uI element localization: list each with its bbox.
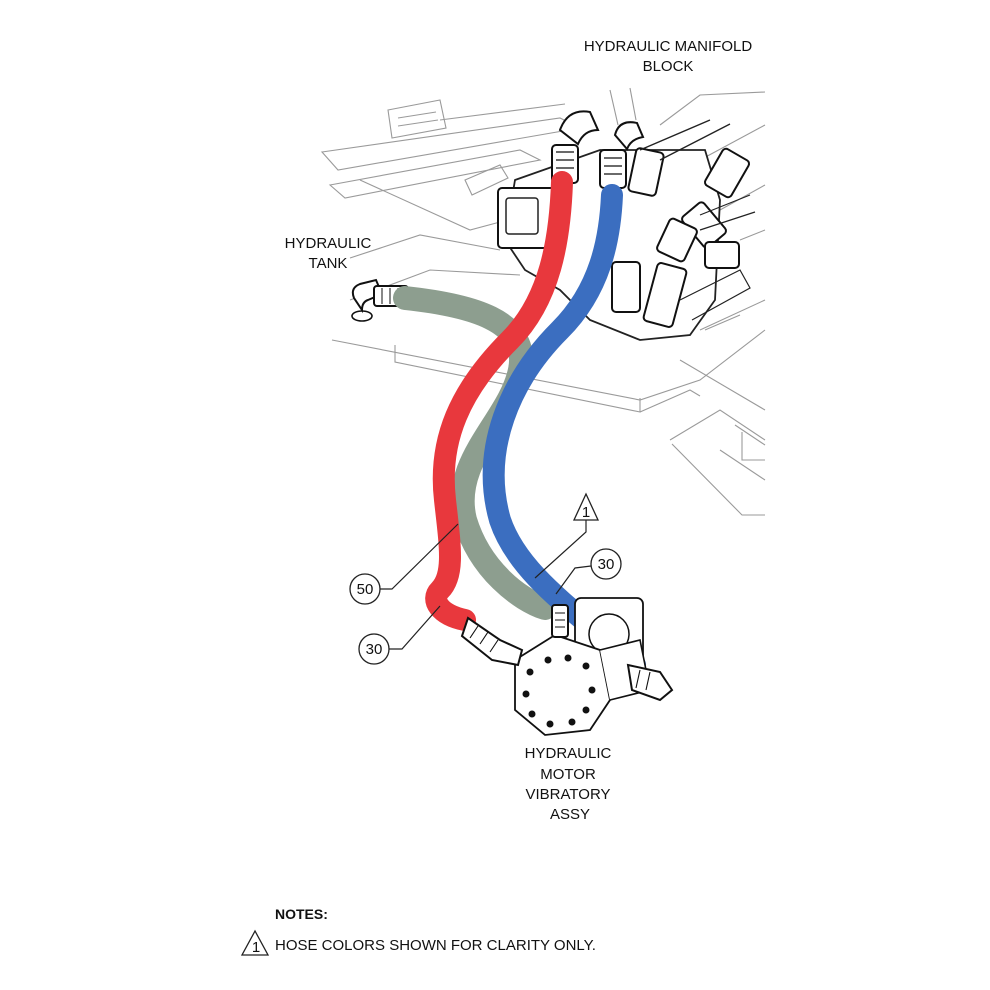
tank-label-line1: HYDRAULIC <box>285 235 372 252</box>
hose-blue <box>482 184 646 676</box>
manifold-label-line2: BLOCK <box>643 58 694 75</box>
notes-flag-number: 1 <box>252 939 260 956</box>
callout-bubble-blue <box>590 548 622 580</box>
callouts: 1 30 50 30 <box>349 492 622 665</box>
hoses <box>393 171 646 676</box>
component-labels: HYDRAULIC MANIFOLD BLOCK HYDRAULIC TANK … <box>285 38 753 823</box>
motor-label-line4: ASSY <box>550 806 590 823</box>
motor-label-line1: HYDRAULIC <box>525 745 612 762</box>
notes-heading: NOTES: <box>275 906 328 922</box>
tank-label-line2: TANK <box>309 255 348 272</box>
notes-text: HOSE COLORS SHOWN FOR CLARITY ONLY. <box>275 937 596 954</box>
callout-hose-red: 30 <box>366 641 383 658</box>
notes-flag-triangle <box>240 929 270 956</box>
motor-label-line2: MOTOR <box>540 766 596 783</box>
motor-label-line3: VIBRATORY <box>525 786 610 803</box>
callout-hose-green: 50 <box>357 581 374 598</box>
notes-section: NOTES: 1 HOSE COLORS SHOWN FOR CLARITY O… <box>240 906 596 956</box>
manifold-label-line1: HYDRAULIC MANIFOLD <box>584 38 753 55</box>
note-flag-number: 1 <box>582 504 590 521</box>
hydraulic-motor <box>460 597 674 736</box>
callout-hose-blue: 30 <box>598 556 615 573</box>
hose-red <box>425 171 573 631</box>
